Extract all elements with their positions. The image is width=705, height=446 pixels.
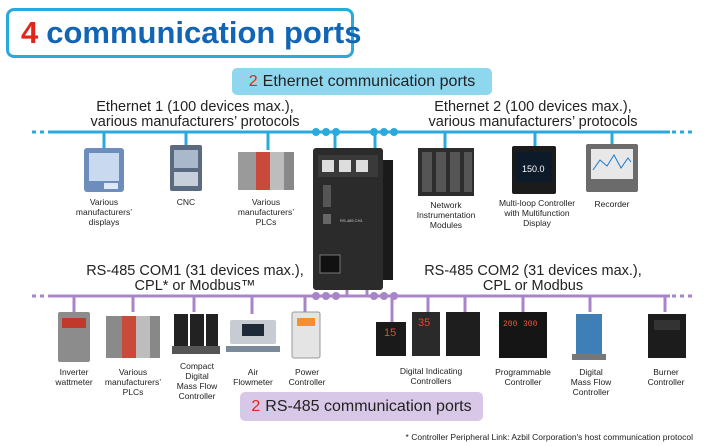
ethernet1-label-line1: Ethernet 1 (100 devices max.), [96,99,294,115]
title-text: communication ports [46,15,362,50]
multiloop-image: 150.0 [512,146,556,194]
air-flowmeter-image [226,320,280,352]
footnote: * Controller Peripheral Link: Azbil Corp… [405,432,693,442]
com2-label: RS-485 COM2 (31 devices max.), CPL or Mo… [418,264,648,294]
prog-a-value: 200 [503,320,518,329]
com1-label-line1: RS-485 COM1 (31 devices max.), [86,263,304,279]
com2-label-line1: RS-485 COM2 (31 devices max.), [424,263,642,279]
plcs-bottom-label: Various manufacturers’ PLCs [104,367,162,397]
cnc-image [170,145,202,191]
burner-controller-image [648,314,686,358]
cnc-label: CNC [176,197,196,207]
inverter-wattmeter-image [58,312,90,362]
digital-mfc-label: Digital Mass Flow Controller [570,367,612,397]
recorder-image [586,144,638,192]
rs485-port-dots [312,292,398,300]
ethernet2-label-line2: various manufacturers’ protocols [428,114,638,130]
digital-indicating-label: Digital Indicating Controllers [399,366,463,386]
ethernet1-label: Ethernet 1 (100 devices max.), various m… [80,100,310,130]
multiloop-screen-value: 150.0 [522,164,545,174]
power-controller-label: Power Controller [288,367,326,387]
indicator-a-value: 15 [384,327,396,339]
com1-label-line2: CPL* or Modbus™ [134,278,256,294]
air-flowmeter-label: Air Flowmeter [233,367,273,387]
power-controller-image [291,311,321,359]
unit-label: RS-485 CH1 [340,218,363,223]
inverter-label: Inverter wattmeter [55,367,93,387]
ethernet-pill-text: Ethernet communication ports [262,72,476,90]
burner-label: Burner Controller [647,367,685,387]
programmable-label: Programmable Controller [495,367,551,387]
ethernet2-label-line1: Ethernet 2 (100 devices max.), [434,99,632,115]
indicator-b-value: 35 [418,317,430,329]
plcs-top-image [238,152,294,190]
ethernet2-label: Ethernet 2 (100 devices max.), various m… [418,100,648,130]
displays-label: Various manufacturers’ displays [75,197,133,227]
digital-indicating-image: 15 35 [376,312,480,356]
ethernet-ports-pill: 2 Ethernet communication ports [232,68,492,95]
ethernet-bus [32,130,695,150]
rs485-ports-pill: 2 RS-485 communication ports [240,392,483,421]
recorder-label: Recorder [594,199,630,209]
title-number: 4 [21,15,39,50]
prog-b-value: 300 [523,320,538,329]
central-controller-unit: RS-485 CH1 [313,148,393,290]
ethernet-port-count: 2 [248,72,258,90]
multiloop-label: Multi-loop Controller with Multifunction… [498,198,576,228]
compact-mfc-label: Compact Digital Mass Flow Controller [176,361,218,401]
displays-image [84,148,124,192]
network-modules-label: Network Instrumentation Modules [416,200,476,230]
ethernet-port-dots [312,128,398,136]
rs485-pill-text: RS-485 communication ports [265,397,472,415]
plcs-bottom-image [106,316,160,358]
plcs-top-label: Various manufacturers’ PLCs [237,197,295,227]
com1-label: RS-485 COM1 (31 devices max.), CPL* or M… [80,264,310,294]
digital-mfc-image [572,314,606,360]
ethernet1-label-line2: various manufacturers’ protocols [90,114,300,130]
programmable-controller-image: 200 300 [499,312,547,358]
page-title: 4 communication ports [6,8,361,58]
compact-mfc-image [172,314,220,354]
rs485-port-count: 2 [251,397,261,415]
network-modules-image [418,148,474,196]
com2-label-line2: CPL or Modbus [482,278,584,294]
